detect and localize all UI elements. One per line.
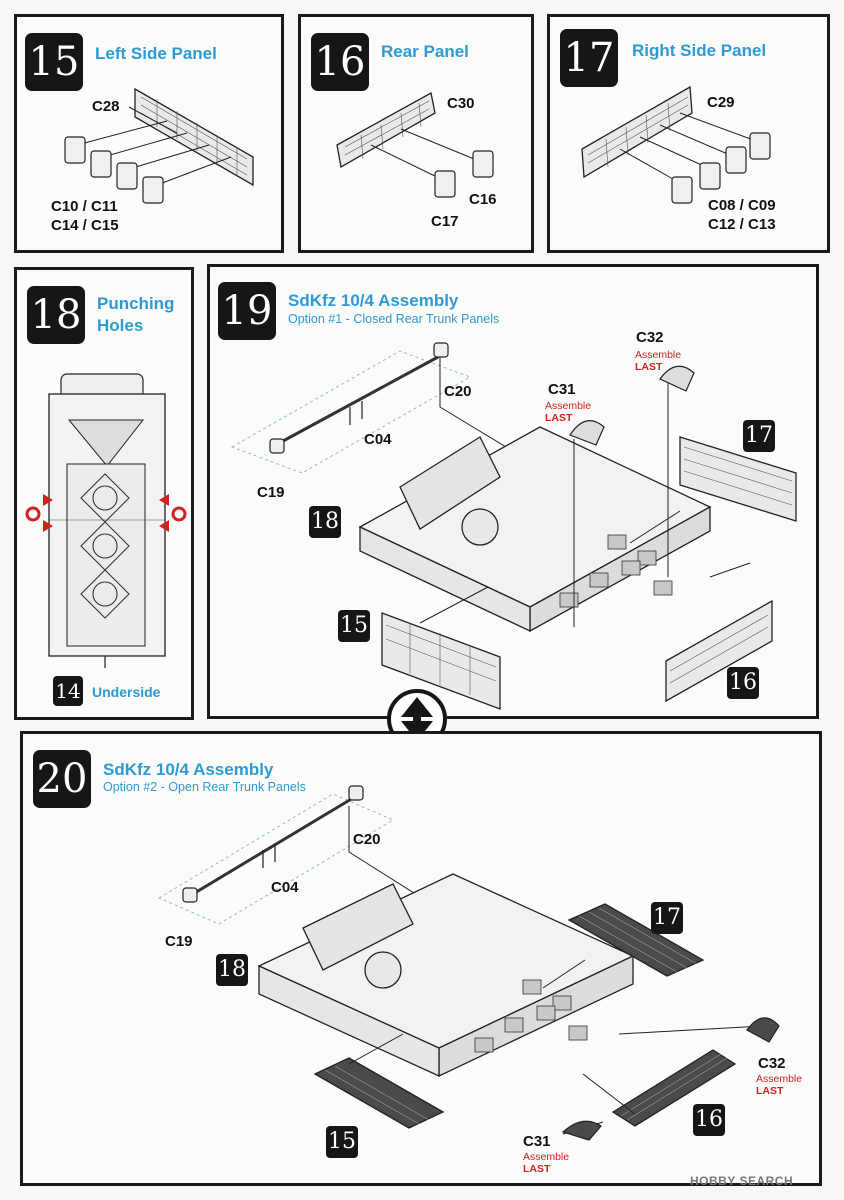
step-title: Left Side Panel bbox=[95, 44, 217, 63]
step-18-reference-badge: 18 bbox=[309, 506, 341, 538]
step-title-line2: Holes bbox=[97, 316, 144, 335]
watermark: HOBBY SEARCH bbox=[690, 1174, 794, 1188]
c31-assemble-note: Assemble bbox=[523, 1151, 570, 1163]
vehicle-assembly-option1-illustration bbox=[230, 342, 797, 710]
step-15-panel: 15 Left Side Panel C28 C10 / C11 C14 / C… bbox=[14, 14, 284, 253]
part-label-c31: C31 bbox=[548, 381, 576, 398]
c32-assemble-note: Assemble bbox=[635, 349, 682, 361]
part-label-c17: C17 bbox=[431, 213, 459, 230]
step-17-reference-badge: 17 bbox=[651, 902, 683, 934]
step-16-panel: 16 Rear Panel C30 C16 C17 bbox=[298, 14, 534, 253]
part-label-c29: C29 bbox=[707, 94, 735, 111]
c31-last-note: LAST bbox=[523, 1163, 551, 1175]
part-label-c20: C20 bbox=[353, 831, 381, 848]
left-side-panel-illustration bbox=[64, 87, 254, 204]
step-16-reference-badge: 16 bbox=[727, 667, 759, 699]
part-label-c20: C20 bbox=[444, 383, 472, 400]
part-labels-c14-c15: C14 / C15 bbox=[51, 217, 119, 234]
part-label-c19: C19 bbox=[165, 933, 193, 950]
step-number: 17 bbox=[560, 29, 618, 87]
step-18-reference-badge: 18 bbox=[216, 954, 248, 986]
c31-last-note: LAST bbox=[545, 412, 573, 424]
c32-last-note: LAST bbox=[756, 1085, 784, 1097]
c32-assemble-note: Assemble bbox=[756, 1073, 803, 1085]
part-label-c16: C16 bbox=[469, 191, 497, 208]
underside-label: Underside bbox=[92, 684, 161, 700]
part-label-c28: C28 bbox=[92, 98, 120, 115]
step-subtitle: Option #1 - Closed Rear Trunk Panels bbox=[288, 312, 500, 326]
step-title: SdKfz 10/4 Assembly bbox=[103, 760, 274, 779]
right-side-panel-illustration bbox=[581, 85, 771, 204]
part-label-c32: C32 bbox=[636, 329, 664, 346]
step-number: 16 bbox=[311, 33, 369, 91]
step-number: 15 bbox=[25, 33, 83, 91]
step-title: Right Side Panel bbox=[632, 41, 767, 60]
part-label-c32: C32 bbox=[758, 1055, 786, 1072]
rear-panel-illustration bbox=[336, 92, 494, 198]
part-labels-c10-c11: C10 / C11 bbox=[51, 198, 118, 215]
step-15-reference-badge: 15 bbox=[338, 610, 370, 642]
step-17-reference-badge: 17 bbox=[743, 420, 775, 452]
part-label-c31: C31 bbox=[523, 1133, 551, 1150]
part-labels-c12-c13: C12 / C13 bbox=[708, 216, 776, 233]
part-label-c04: C04 bbox=[271, 879, 299, 896]
step-15-reference-badge: 15 bbox=[326, 1126, 358, 1158]
part-label-c30: C30 bbox=[447, 95, 475, 112]
step-number: 20 bbox=[33, 750, 91, 808]
vehicle-assembly-option2-illustration bbox=[157, 785, 780, 1141]
step-17-panel: 17 Right Side Panel C29 C08 / C09 C12 / … bbox=[547, 14, 830, 253]
c31-assemble-note: Assemble bbox=[545, 400, 592, 412]
step-16-reference-badge: 16 bbox=[693, 1104, 725, 1136]
step-14-reference-badge: 14 bbox=[53, 676, 83, 706]
step-19-panel: 19 SdKfz 10/4 Assembly Option #1 - Close… bbox=[207, 264, 819, 719]
c32-last-note: LAST bbox=[635, 361, 663, 373]
step-title-line1: Punching bbox=[97, 294, 175, 313]
part-label-c19: C19 bbox=[257, 484, 285, 501]
step-18-panel: 18 Punching Holes 14 Underside bbox=[14, 267, 194, 720]
part-label-c04: C04 bbox=[364, 431, 392, 448]
step-20-panel: 20 SdKfz 10/4 Assembly Option #2 - Open … bbox=[20, 731, 822, 1186]
step-title: Rear Panel bbox=[381, 42, 469, 61]
part-labels-c08-c09: C08 / C09 bbox=[708, 197, 776, 214]
step-number: 19 bbox=[218, 282, 276, 340]
chassis-underside-illustration bbox=[25, 373, 187, 668]
step-title: SdKfz 10/4 Assembly bbox=[288, 291, 459, 310]
step-subtitle: Option #2 - Open Rear Trunk Panels bbox=[103, 780, 306, 794]
step-number: 18 bbox=[27, 286, 85, 344]
